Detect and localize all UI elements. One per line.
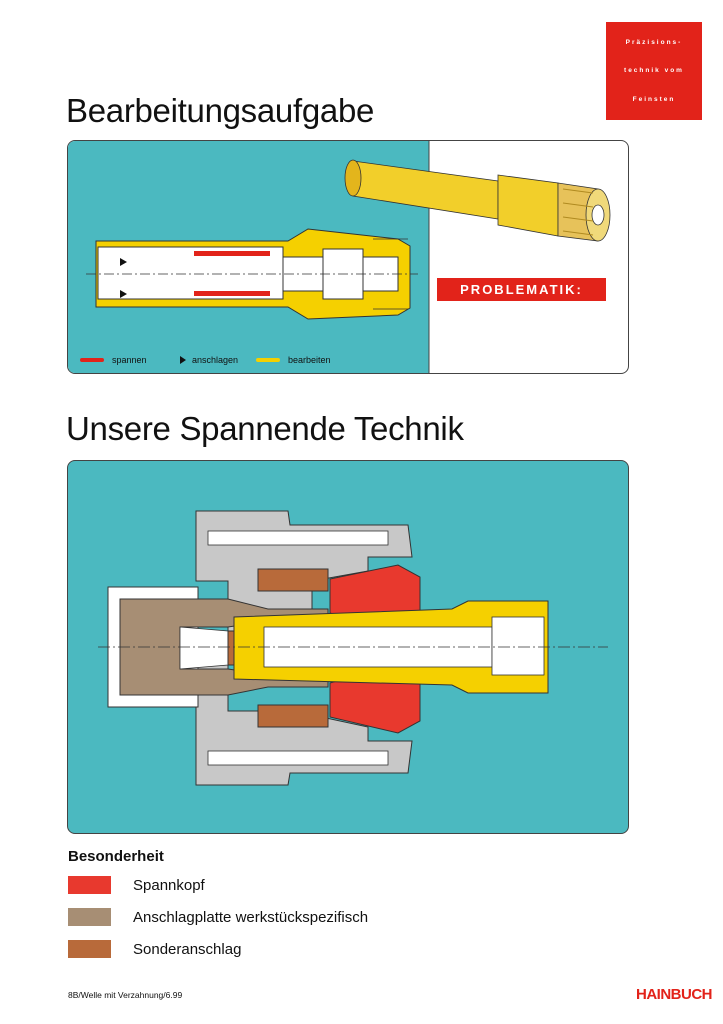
legend-sonderanschlag-label: Sonderanschlag — [133, 940, 242, 958]
footer-note: 8B/Welle mit Verzahnung/6.99 — [68, 990, 183, 1000]
ring-brown-top — [257, 568, 329, 592]
swatch-spannkopf — [68, 876, 111, 894]
workpiece-panel: spannen anschlagen bearbeiten — [67, 140, 629, 374]
legend-anschlagen-label: anschlagen — [192, 355, 239, 365]
legend-anschlagen: anschlagen — [180, 355, 238, 365]
legend-anschlagplatte-label: Anschlagplatte werkstückspezifisch — [133, 908, 369, 926]
clamp-zone-top — [194, 251, 270, 256]
hainbuch-logo: HAINBUCH — [636, 986, 713, 1003]
cone-cavity — [179, 626, 229, 670]
bolt-lower — [207, 750, 389, 766]
workpiece-drawing — [68, 141, 611, 373]
shaft-3d-image — [344, 159, 611, 242]
red-line-icon — [80, 358, 104, 362]
yellow-line-icon — [256, 358, 280, 362]
teeth-lines — [373, 238, 408, 310]
legend-item-sonderanschlag: Sonderanschlag — [68, 940, 241, 958]
clamping-device-panel — [67, 460, 629, 834]
brand-line-2: technik vom — [624, 67, 684, 75]
besonderheit-heading: Besonderheit — [68, 848, 164, 865]
stop-arrow-bottom-icon — [120, 290, 127, 298]
section-title-technik: Unsere Spannende Technik — [66, 410, 464, 447]
brand-box: Präzisions- technik vom Feinsten — [606, 22, 702, 120]
legend-bearbeiten: bearbeiten — [256, 355, 331, 365]
legend-spannkopf-label: Spannkopf — [133, 876, 205, 894]
problem-label: PROBLEMATIK: — [437, 278, 606, 301]
legend-spannen: spannen — [80, 355, 147, 365]
triangle-arrow-icon — [180, 356, 186, 364]
clamp-zone-bottom — [194, 291, 270, 296]
legend-item-anschlagplatte: Anschlagplatte werkstückspezifisch — [68, 908, 368, 926]
swatch-anschlagplatte — [68, 908, 111, 926]
clamping-device-drawing — [98, 510, 608, 786]
legend-bearbeiten-label: bearbeiten — [288, 355, 331, 365]
brand-line-3: Feinsten — [632, 96, 676, 104]
brand-line-1: Präzisions- — [625, 38, 683, 46]
legend-spannen-label: spannen — [112, 355, 147, 365]
legend-item-spannkopf: Spannkopf — [68, 876, 205, 894]
ring-brown-bottom — [257, 704, 329, 728]
bolt-upper — [207, 530, 389, 546]
workpiece-end — [491, 616, 545, 676]
swatch-sonderanschlag — [68, 940, 111, 958]
section-title-bearbeitungsaufgabe: Bearbeitungsaufgabe — [66, 92, 375, 129]
stop-arrow-top-icon — [120, 258, 127, 266]
